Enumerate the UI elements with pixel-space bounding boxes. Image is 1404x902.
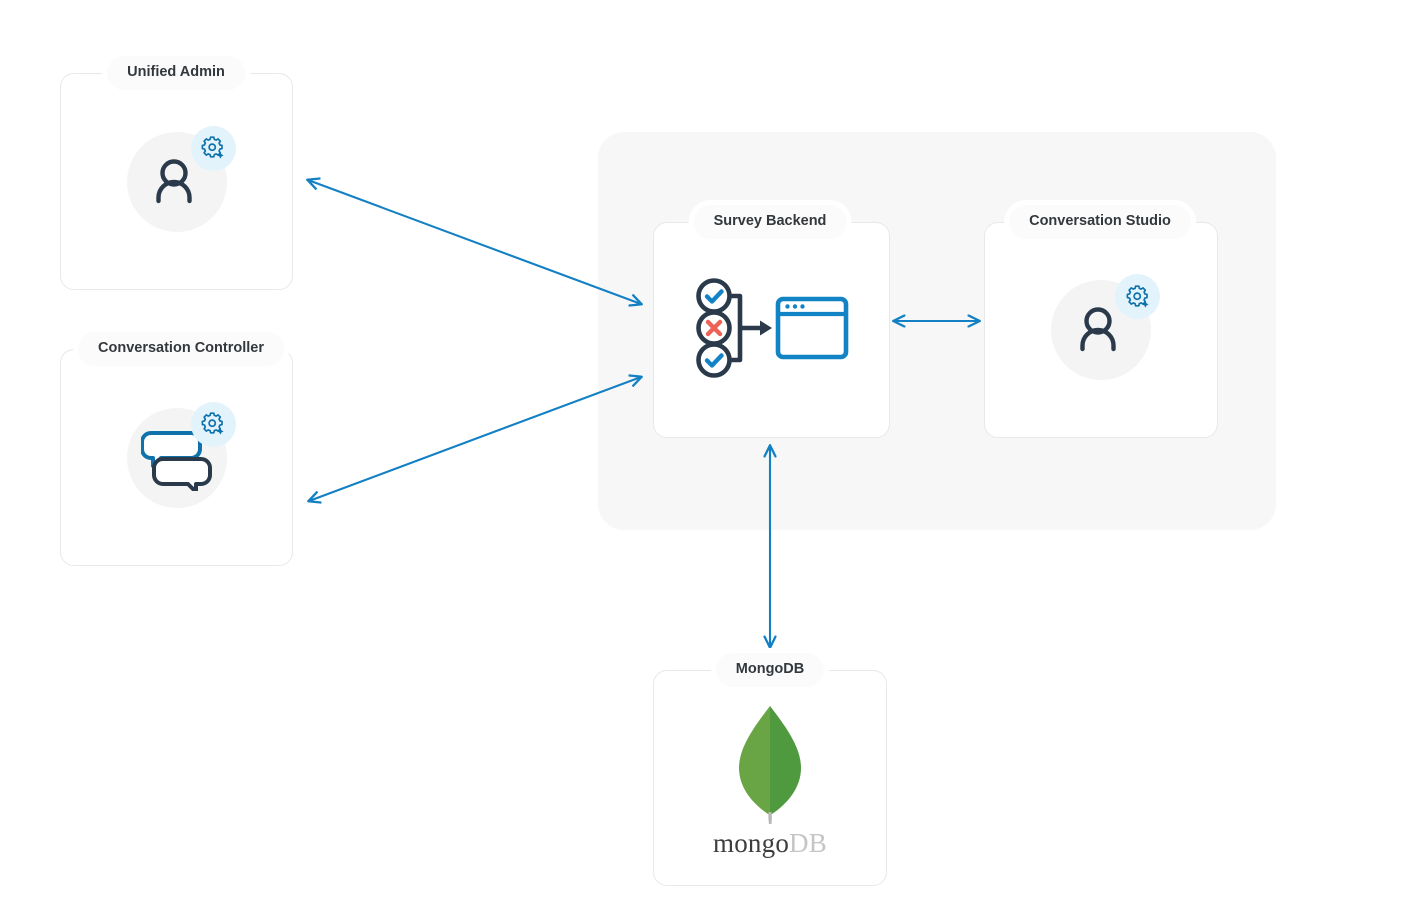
connector-admin-to-backend: [308, 180, 641, 304]
user-gear-icon: [126, 125, 236, 232]
node-unified-admin-body: [61, 74, 292, 289]
node-unified-admin[interactable]: [60, 73, 293, 290]
mongodb-wordmark: mongoDB: [713, 827, 827, 858]
connector-controller-to-backend: [309, 377, 641, 501]
user-gear-icon: [1051, 274, 1160, 380]
person-icon: [1051, 280, 1151, 380]
gear-sparkle-icon: [1115, 274, 1160, 319]
node-survey-backend[interactable]: [653, 222, 890, 438]
node-label-mongodb: MongoDB: [715, 653, 825, 687]
node-survey-backend-body: [654, 223, 889, 437]
node-label-conversation-studio: Conversation Studio: [1009, 205, 1191, 239]
node-conversation-controller[interactable]: [60, 349, 293, 566]
node-label-unified-admin: Unified Admin: [107, 56, 245, 90]
mongodb-wordmark-light: DB: [789, 827, 827, 858]
chat-bubbles-icon: [126, 401, 236, 508]
node-conversation-controller-body: [61, 350, 292, 565]
survey-validation-browser-icon: [692, 275, 852, 386]
mongodb-leaf-icon: [739, 705, 801, 824]
node-conversation-studio[interactable]: [984, 222, 1218, 438]
chat-bubble-pair-icon: [127, 408, 227, 508]
node-mongodb-body: mongoDB: [654, 671, 886, 885]
node-label-conversation-controller: Conversation Controller: [78, 332, 284, 366]
mongodb-wordmark-dark: mongo: [713, 827, 790, 858]
node-conversation-studio-body: [985, 223, 1217, 437]
mongodb-leaf-logo: mongoDB: [713, 700, 827, 857]
gear-sparkle-icon: [190, 125, 236, 171]
person-icon: [127, 132, 227, 232]
gear-sparkle-icon: [190, 401, 236, 447]
node-mongodb[interactable]: mongoDB: [653, 670, 887, 886]
node-label-survey-backend: Survey Backend: [693, 205, 847, 239]
